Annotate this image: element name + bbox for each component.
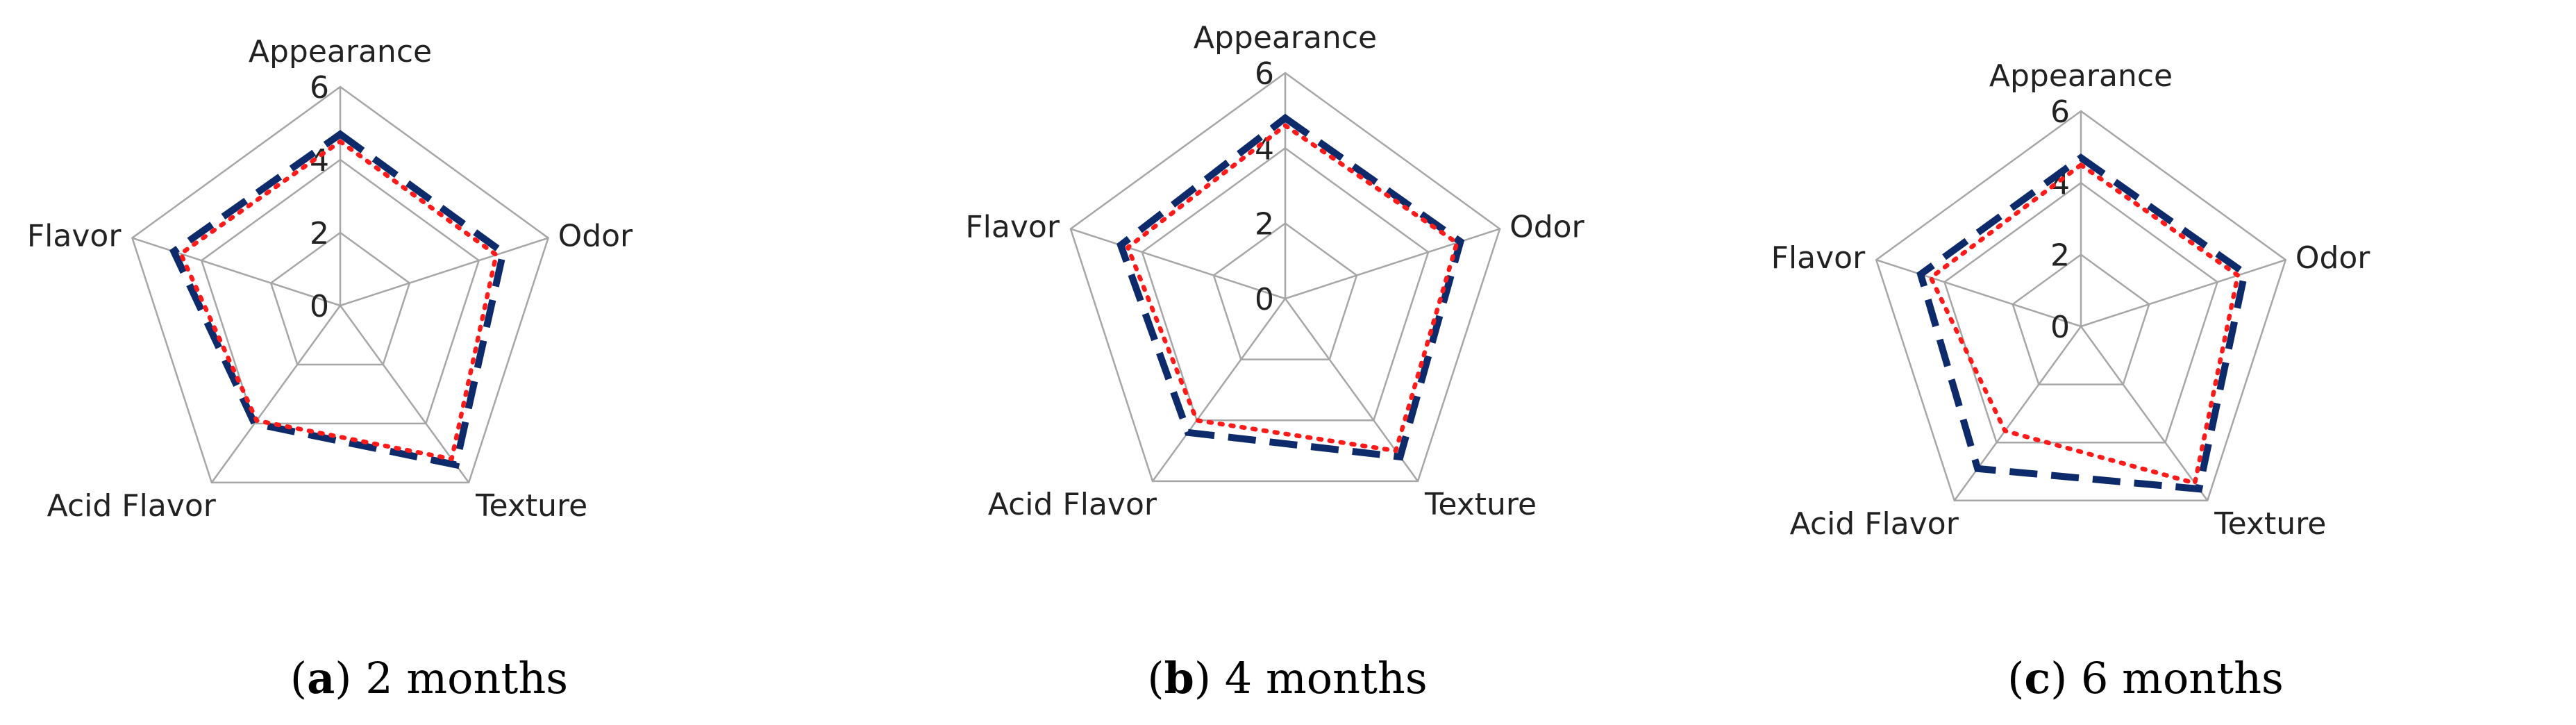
tick-label: 6 (1255, 56, 1274, 92)
category-label-appearance: Appearance (1989, 58, 2173, 94)
spoke-line (1070, 228, 1286, 300)
tick-label: 0 (310, 289, 329, 324)
category-label-acid-flavor: Acid Flavor (1790, 506, 1959, 542)
caption: (a) 2 months (290, 653, 569, 703)
category-label-acid-flavor: Acid Flavor (988, 487, 1157, 522)
tick-label: 0 (2050, 310, 2070, 345)
caption: (b) 4 months (1147, 653, 1428, 703)
spoke-line (2080, 326, 2209, 501)
grid-ring (1212, 222, 1358, 360)
tick-label: 6 (310, 70, 329, 106)
spoke-line (210, 305, 342, 483)
category-label-texture: Texture (2214, 506, 2326, 542)
spoke-line (1285, 228, 1500, 300)
tick-label: 6 (2050, 94, 2070, 130)
grid-ring (1875, 110, 2287, 502)
spoke-line (1151, 298, 1287, 482)
spoke-line (1875, 259, 2082, 328)
grid-ring (1141, 147, 1430, 422)
category-label-flavor: Flavor (965, 210, 1060, 245)
spoke-line (339, 305, 470, 483)
category-label-odor: Odor (558, 219, 633, 254)
category-label-texture: Texture (475, 488, 587, 524)
series-1-line (1116, 113, 1465, 461)
caption-text: 4 months (1211, 653, 1428, 703)
tick-label: 2 (2050, 238, 2070, 274)
caption-text: 2 months (351, 653, 569, 703)
spoke-line (132, 237, 341, 307)
caption-letter: c (2024, 653, 2051, 703)
tick-label: 2 (1255, 207, 1274, 242)
grid-ring (131, 85, 550, 484)
category-label-odor: Odor (2295, 240, 2370, 276)
category-label-odor: Odor (1509, 210, 1584, 245)
series-1-line (169, 130, 508, 469)
spoke-line (340, 237, 549, 307)
grid-ring (2012, 253, 2150, 385)
spoke-line (2080, 259, 2286, 328)
series-1-line (1916, 153, 2249, 493)
caption: (c) 6 months (2007, 653, 2284, 703)
category-label-flavor: Flavor (1771, 240, 1866, 276)
grid-ring (269, 231, 411, 366)
category-label-flavor: Flavor (27, 219, 122, 254)
series-2-line (178, 139, 499, 462)
grid-ring (1069, 72, 1501, 483)
category-label-appearance: Appearance (1194, 20, 1377, 56)
series-2-line (1928, 162, 2241, 485)
tick-label: 2 (310, 216, 329, 251)
caption-text: 6 months (2067, 653, 2284, 703)
caption-letter: a (307, 653, 335, 703)
series-2-line (1126, 123, 1460, 453)
tick-label: 0 (1255, 282, 1274, 317)
caption-letter: b (1164, 653, 1194, 703)
grid-ring (1943, 181, 2219, 444)
category-label-acid-flavor: Acid Flavor (47, 488, 217, 524)
category-label-texture: Texture (1424, 487, 1537, 522)
category-label-appearance: Appearance (249, 34, 432, 69)
grid-ring (200, 158, 480, 425)
